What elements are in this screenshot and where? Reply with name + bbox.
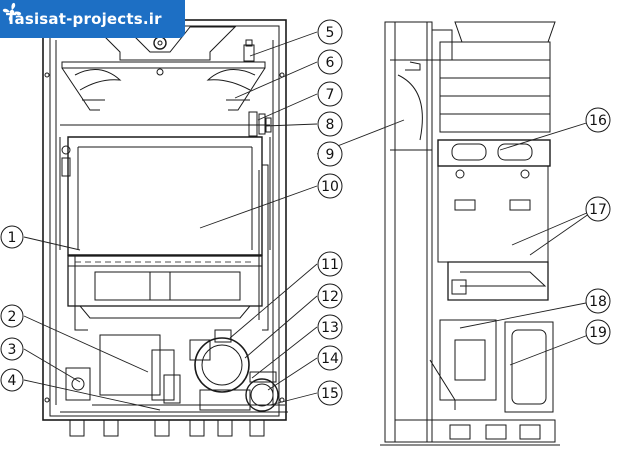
front-view <box>42 19 288 437</box>
leader-lines <box>23 31 597 411</box>
svg-text:6: 6 <box>326 55 335 71</box>
side-view <box>380 21 560 446</box>
callout-2: 2 <box>0 304 24 328</box>
callout-19: 19 <box>585 319 611 345</box>
combustion-chamber <box>437 139 551 263</box>
pressure-gauge <box>245 371 279 412</box>
svg-text:12: 12 <box>321 289 339 305</box>
overheat-sensor <box>243 39 255 62</box>
svg-text:13: 13 <box>321 320 339 336</box>
burner <box>67 255 263 319</box>
callout-5: 5 <box>317 19 343 45</box>
callout-14: 14 <box>317 345 343 371</box>
svg-text:18: 18 <box>589 294 607 310</box>
front-casing <box>42 19 287 421</box>
callout-17: 17 <box>585 196 611 222</box>
callout-10: 10 <box>317 173 343 199</box>
svg-text:14: 14 <box>321 351 339 367</box>
callout-15: 15 <box>317 380 343 406</box>
svg-text:16: 16 <box>589 113 607 129</box>
callout-9: 9 <box>317 141 343 167</box>
svg-text:7: 7 <box>326 87 335 103</box>
fan-side <box>504 321 554 413</box>
callouts: 1 2 3 4 5 6 7 8 9 10 11 12 13 14 15 16 1… <box>0 19 611 406</box>
svg-text:17: 17 <box>589 202 607 218</box>
control-unit <box>92 334 285 406</box>
svg-text:11: 11 <box>321 257 339 273</box>
callout-13: 13 <box>317 314 343 340</box>
flue-connector <box>390 21 556 151</box>
callout-3: 3 <box>0 337 24 361</box>
callout-7: 7 <box>317 81 343 107</box>
callout-12: 12 <box>317 283 343 309</box>
rear-wall <box>384 21 396 443</box>
callout-8: 8 <box>317 111 343 137</box>
svg-text:3: 3 <box>8 342 17 358</box>
heat-exchanger <box>59 124 271 256</box>
callout-16: 16 <box>585 107 611 133</box>
svg-text:10: 10 <box>321 179 339 195</box>
fan-icon <box>2 2 22 22</box>
svg-text:2: 2 <box>8 309 17 325</box>
callout-11: 11 <box>317 251 343 277</box>
svg-text:1: 1 <box>8 230 17 246</box>
watermark-badge[interactable]: Tasisat-projects.ir <box>0 0 185 38</box>
svg-text:9: 9 <box>326 147 335 163</box>
flue-hood <box>61 26 266 111</box>
front-casing-inner <box>49 25 280 417</box>
gas-valve-side <box>429 319 497 410</box>
burner-manifold <box>447 261 549 301</box>
fan-pump-assembly <box>189 329 251 411</box>
svg-text:4: 4 <box>8 373 17 389</box>
callout-6: 6 <box>317 49 343 75</box>
svg-text:5: 5 <box>326 25 335 41</box>
pressure-switch <box>65 367 91 401</box>
callout-1: 1 <box>0 225 24 249</box>
callout-4: 4 <box>0 368 24 392</box>
svg-text:8: 8 <box>326 117 335 133</box>
callout-18: 18 <box>585 288 611 314</box>
watermark-text: Tasisat-projects.ir <box>6 10 162 28</box>
svg-text:19: 19 <box>589 325 607 341</box>
bottom-connections <box>60 411 288 437</box>
svg-text:15: 15 <box>321 386 339 402</box>
